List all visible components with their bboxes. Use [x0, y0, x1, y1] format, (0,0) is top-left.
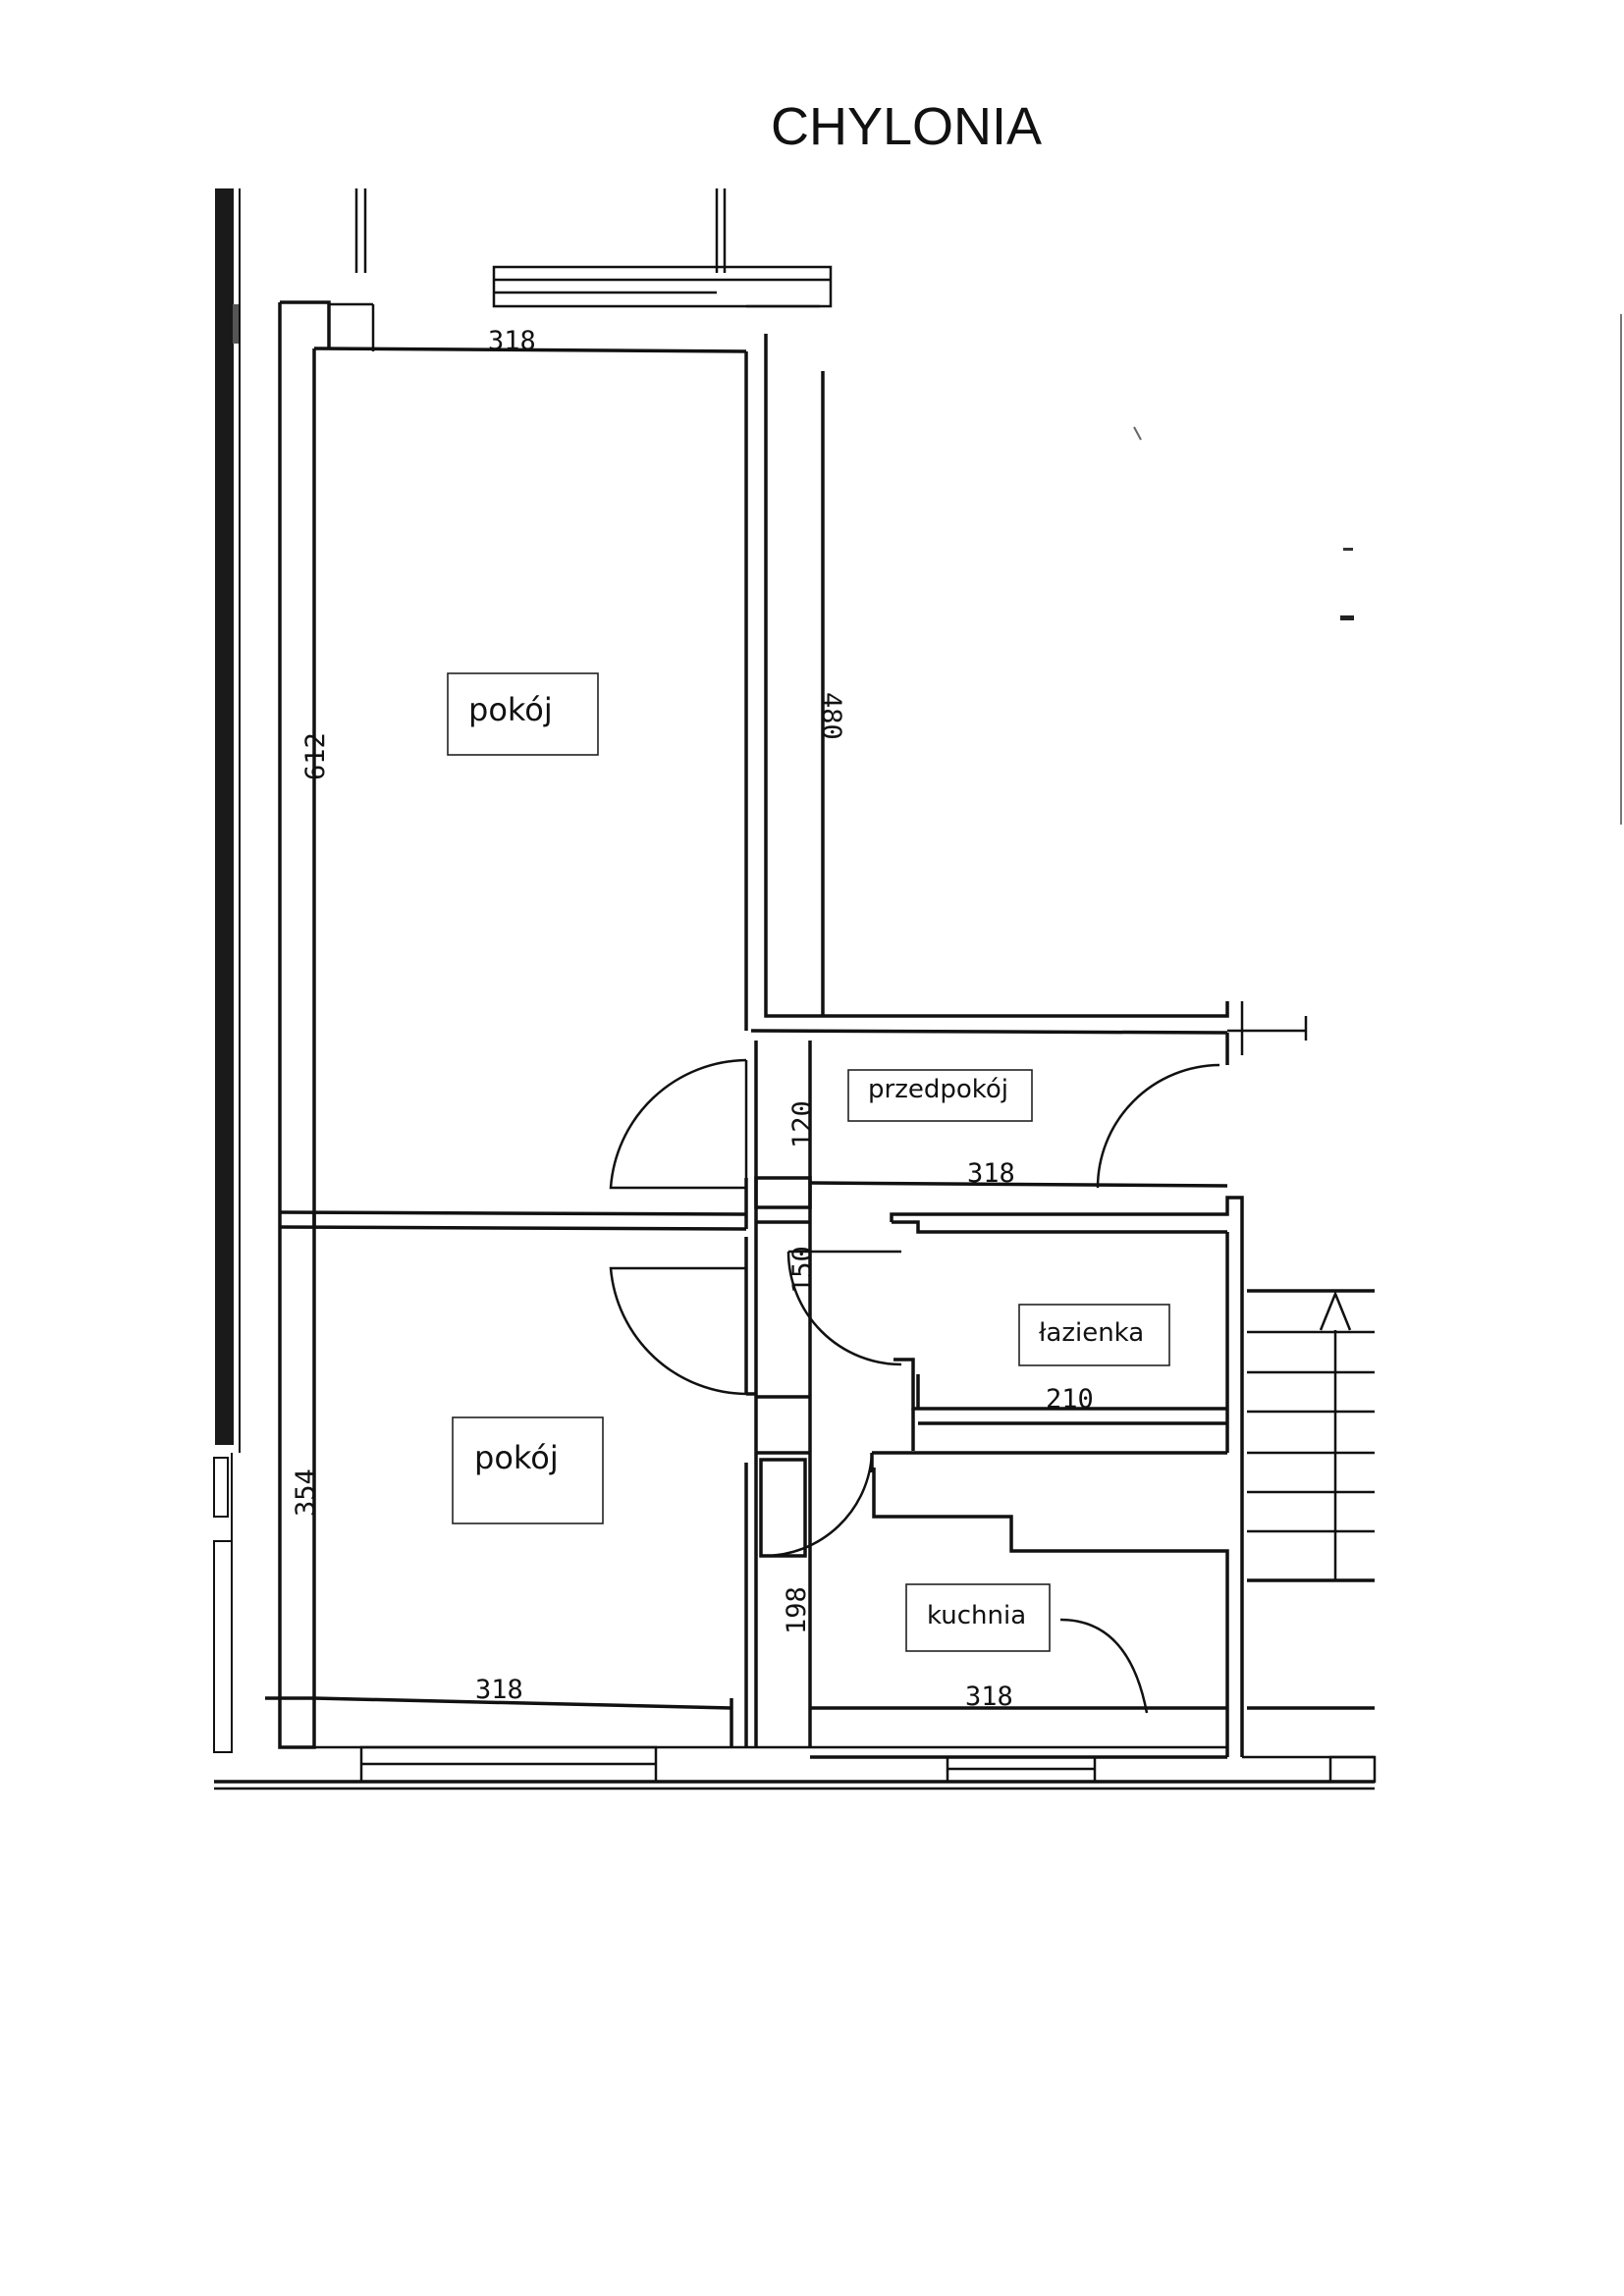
dimensions: 318 612 480 120 318 150 210 354 318 198 … [291, 326, 1094, 1712]
dim-hall-width: 318 [967, 1158, 1015, 1189]
room-labels: pokój przedpokój łazienka pokój kuchnia [447, 672, 1170, 1652]
dim-left-height-top: 612 [300, 732, 331, 780]
dim-inner-height-top: 480 [816, 692, 846, 740]
dim-kitchen-width: 318 [965, 1682, 1013, 1712]
plan-title: CHYLONIA [771, 97, 1042, 156]
dim-bottom-width-left: 318 [475, 1675, 523, 1705]
label-pokoj-top: pokój [468, 691, 553, 728]
label-kuchnia: kuchnia [927, 1601, 1026, 1630]
left-facade [213, 188, 241, 1753]
label-przedpokoj: przedpokój [868, 1075, 1008, 1104]
bathroom-walls [870, 1196, 1244, 1757]
doors [609, 1058, 1220, 1558]
top-window [329, 188, 833, 351]
room-pokoj-bottom [265, 1237, 756, 1747]
label-lazienka: łazienka [1039, 1318, 1144, 1348]
bottom-facade [214, 1745, 1377, 1790]
outer-wall-left [278, 300, 331, 1749]
label-pokoj-bottom: pokój [474, 1439, 559, 1476]
dim-kitchen-height: 198 [782, 1586, 812, 1634]
dim-top-width: 318 [488, 326, 536, 356]
room-pokoj-top [313, 334, 1308, 1065]
staircase [1247, 1289, 1375, 1710]
dim-hall-height: 120 [787, 1100, 818, 1148]
dim-left-height-bottom: 354 [291, 1468, 321, 1517]
mid-wall [279, 1178, 748, 1231]
dim-bath-width: 210 [1046, 1384, 1094, 1415]
dim-corridor-height: 150 [787, 1246, 818, 1294]
scan-marks [1133, 314, 1622, 825]
